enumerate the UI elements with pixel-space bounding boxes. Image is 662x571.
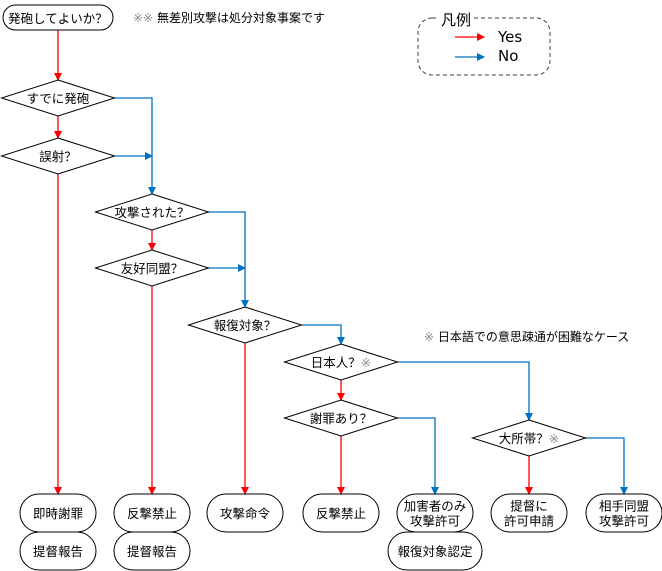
edge-no-d7-o5: [398, 417, 439, 495]
decision-label: 日本人？※: [311, 355, 372, 370]
decision-diamond: [282, 343, 400, 381]
decision-diamond: [93, 193, 211, 231]
decision-label: 謝罪あり？: [310, 411, 373, 426]
decision-diamond: [93, 249, 211, 287]
outcome-label: 反撃禁止: [316, 506, 366, 521]
outcome-label: 攻撃命令: [220, 506, 271, 521]
note-language-barrier: ※ 日本語での意思疎通が困難なケース: [424, 328, 629, 345]
outcome-label: 許可申請: [504, 513, 554, 528]
outcome-o5b: 報復対象認定: [387, 531, 483, 571]
decision-d1: すでに発砲: [0, 79, 117, 117]
legend-title: 凡例: [438, 9, 475, 30]
decision-label: 攻撃された？: [114, 205, 189, 220]
outcome-o4: 反撃禁止: [302, 493, 380, 533]
outcome-o3: 攻撃命令: [206, 493, 284, 533]
outcome-label: 提督に: [510, 498, 548, 513]
edge-no-d6-d8: [398, 361, 533, 421]
start-label: 発砲してよいか？: [8, 11, 108, 26]
terminal-shape: [585, 493, 662, 533]
decision-d8: 大所帯？※: [470, 419, 588, 457]
decision-diamond: [470, 419, 588, 457]
outcome-label: 提督報告: [127, 544, 177, 559]
legend-yes-label: Yes: [498, 28, 523, 46]
terminal-shape: [302, 493, 380, 533]
outcome-label: 攻撃許可: [410, 513, 460, 528]
outcome-label: 反撃禁止: [127, 506, 177, 521]
decision-d7: 謝罪あり？: [282, 399, 400, 437]
note-text: 無差別攻撃は処分対象事案です: [156, 11, 325, 25]
terminal-shape: [387, 531, 483, 571]
start-node: 発砲してよいか？: [2, 4, 114, 31]
edge-no-d1-d3: [115, 97, 156, 195]
outcome-o1: 即時謝罪: [19, 493, 97, 533]
edge-no-d5-d6: [302, 324, 345, 345]
decision-d4: 友好同盟？: [93, 249, 211, 287]
outcome-label: 相手同盟: [599, 498, 649, 513]
outcome-label: 報復対象認定: [397, 544, 472, 559]
terminal-shape: [113, 531, 191, 571]
decision-label: すでに発砲: [27, 91, 90, 106]
outcome-o2b: 提督報告: [113, 531, 191, 571]
note-indiscriminate-attack: ※※ 無差別攻撃は処分対象事案です: [133, 9, 325, 26]
decision-d3: 攻撃された？: [93, 193, 211, 231]
terminal-shape: [490, 493, 568, 533]
outcome-label: 提督報告: [33, 544, 83, 559]
decision-label: 大所帯？※: [499, 431, 560, 446]
terminal-shape: [2, 4, 114, 31]
note-text: 日本語での意思疎通が困難なケース: [437, 330, 630, 344]
note-mark: ※: [361, 355, 371, 370]
decision-label: 友好同盟？: [121, 261, 184, 276]
decision-d6: 日本人？※: [282, 343, 400, 381]
decision-d2: 誤射？: [0, 137, 117, 175]
note-mark: ※: [549, 431, 559, 446]
terminal-shape: [19, 531, 97, 571]
terminal-shape: [206, 493, 284, 533]
decision-d5: 報復対象？: [186, 306, 304, 344]
note-mark: ※: [424, 330, 435, 344]
edge-no-d8-o7: [585, 437, 628, 495]
decision-label: 誤射？: [39, 149, 77, 164]
outcome-o1b: 提督報告: [19, 531, 97, 571]
outcome-label: 即時謝罪: [33, 506, 83, 521]
decision-diamond: [0, 79, 117, 117]
note-mark: ※※: [133, 11, 154, 25]
legend-box: [417, 17, 551, 76]
outcome-o2: 反撃禁止: [113, 493, 191, 533]
decision-diamond: [0, 137, 117, 175]
decision-label: 報復対象？: [214, 318, 277, 333]
legend-no-label: No: [498, 47, 519, 65]
decision-diamond: [282, 399, 400, 437]
outcome-label: 攻撃許可: [599, 513, 649, 528]
edge-no-d3-d5: [208, 211, 249, 308]
decision-diamond: [186, 306, 304, 344]
outcome-label: 加害者のみ: [404, 498, 467, 513]
